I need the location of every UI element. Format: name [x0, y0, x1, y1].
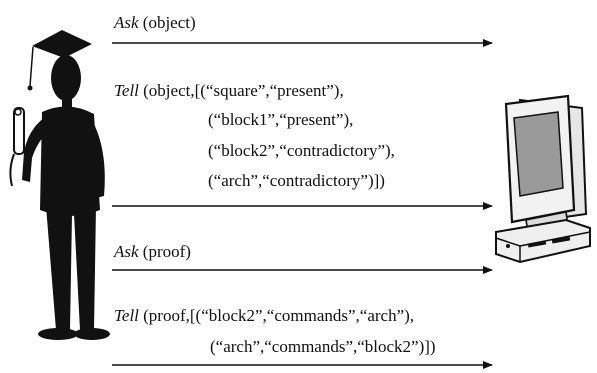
message-verb: Ask — [114, 13, 139, 32]
message-verb: Ask — [114, 242, 139, 261]
message-tell-proof: Tell (proof,[(“block2”,“commands”,“arch”… — [114, 305, 414, 327]
message-args: (object) — [138, 13, 196, 32]
message-ask-object: Ask (object) — [114, 12, 196, 34]
tell-object-line: (“arch”,“contradictory”)]) — [208, 171, 385, 190]
tell-object-line: (“block2”,“contradictory”), — [208, 141, 395, 160]
tell-object-line: (“block1”,“present”), — [208, 110, 354, 129]
message-tell-object: Tell (object,[(“square”,“present”), — [114, 80, 344, 102]
message-args: (proof,[(“block2”,“commands”,“arch”), — [138, 306, 415, 325]
tell-proof-line: (“arch”,“commands”,“block2”)]) — [210, 337, 436, 356]
message-verb: Tell — [114, 306, 139, 325]
message-args: (object,[(“square”,“present”), — [138, 81, 344, 100]
message-args: (proof) — [138, 242, 191, 261]
message-ask-proof: Ask (proof) — [114, 241, 191, 263]
message-verb: Tell — [114, 81, 139, 100]
